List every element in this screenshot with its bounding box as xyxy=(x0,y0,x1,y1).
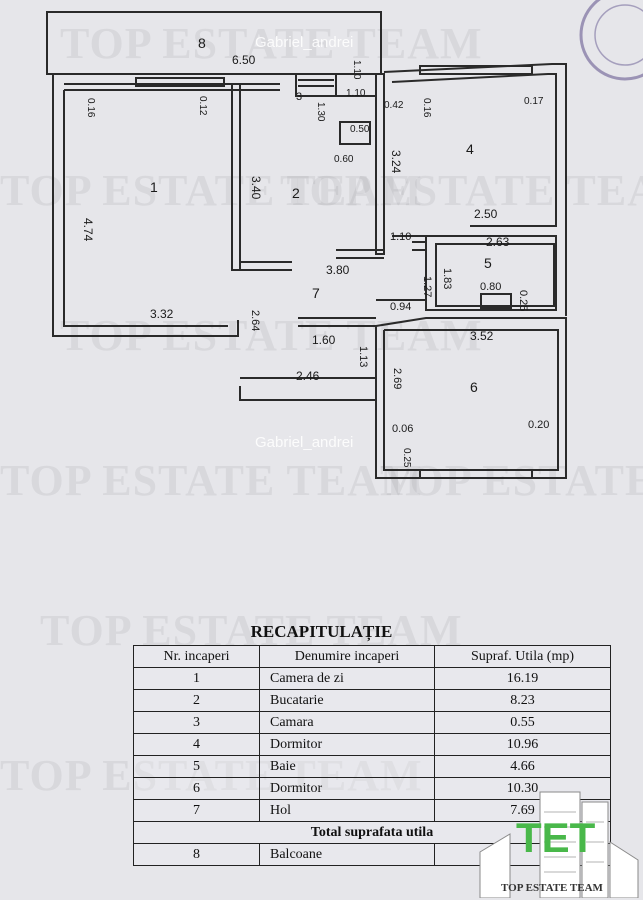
room-number: 6 xyxy=(470,379,478,395)
room-number: 5 xyxy=(484,255,492,271)
dim-label: 3.32 xyxy=(150,307,174,321)
dim-label: 0.25 xyxy=(401,448,412,468)
dim-label: 1.60 xyxy=(312,333,336,347)
room-name: Camara xyxy=(259,711,435,734)
dim-label: 1.10 xyxy=(346,88,366,99)
recap-table: Nr. incaperi Denumire incaperi Supraf. U… xyxy=(133,645,611,866)
dim-label: 2.63 xyxy=(486,235,510,249)
dim-label: 0.17 xyxy=(524,96,544,107)
dim-label: 1.10 xyxy=(351,60,362,80)
recap-title: RECAPITULAȚIE xyxy=(250,622,393,641)
room-nr: 5 xyxy=(133,755,260,778)
room-name: Dormitor xyxy=(259,733,435,756)
room-nr: 4 xyxy=(133,733,260,756)
credit-watermark: Gabriel_andrei xyxy=(255,34,354,51)
table-row: 3 Camara 0.55 xyxy=(133,711,611,734)
watermark: TOP ESTATE TEAM xyxy=(0,166,423,215)
dim-label: 1.27 xyxy=(421,276,433,297)
credit-watermark: Gabriel_andrei xyxy=(255,434,354,451)
room-number: 4 xyxy=(466,141,474,157)
table-row: 8 Balcoane xyxy=(133,843,611,866)
logo-caption: TOP ESTATE TEAM xyxy=(501,882,603,894)
company-logo: TET xyxy=(479,791,639,898)
dim-label: 1.10 xyxy=(390,231,411,243)
dim-label: 3.40 xyxy=(249,176,263,200)
dim-label: 3.52 xyxy=(470,329,494,343)
room-name: Camera de zi xyxy=(259,667,435,690)
dim-label: 0.42 xyxy=(384,100,404,111)
total-row: Total suprafata utila xyxy=(133,821,611,844)
room-name: Balcoane xyxy=(259,843,435,866)
dim-label: 2.64 xyxy=(249,310,261,331)
room-name: Hol xyxy=(259,799,435,822)
table-row: 1 Camera de zi 16.19 xyxy=(133,667,611,690)
official-stamp xyxy=(579,0,643,81)
room-nr: 8 xyxy=(133,843,260,866)
dim-label: 0.50 xyxy=(350,124,370,135)
room-area: 0.55 xyxy=(434,711,611,734)
column-header: Supraf. Utila (mp) xyxy=(434,645,611,668)
balcony-outline xyxy=(46,11,382,75)
room-area: 8.23 xyxy=(434,689,611,712)
table-row: 2 Bucatarie 8.23 xyxy=(133,689,611,712)
column-header: Nr. incaperi xyxy=(133,645,260,668)
dim-label: 0.94 xyxy=(390,301,411,313)
dim-label: 1.13 xyxy=(357,346,369,367)
room-nr: 1 xyxy=(133,667,260,690)
room-number: 7 xyxy=(312,285,320,301)
table-row: 5 Baie 4.66 xyxy=(133,755,611,778)
room-area: 4.66 xyxy=(434,755,611,778)
dim-label: 0.60 xyxy=(334,154,354,165)
room-nr: 7 xyxy=(133,799,260,822)
total-label: Total suprafata utila xyxy=(133,821,611,844)
room-number: 1 xyxy=(150,179,158,195)
dim-label: 2.46 xyxy=(296,369,320,383)
dim-label: 0.80 xyxy=(480,281,501,293)
logo-letters: TET xyxy=(516,814,596,861)
room-number: 2 xyxy=(292,185,300,201)
table-row: 4 Dormitor 10.96 xyxy=(133,733,611,756)
dim-label: 0.25 xyxy=(517,290,529,311)
room-name: Bucatarie xyxy=(259,689,435,712)
room-number: 3 xyxy=(296,91,302,103)
dim-label: 0.16 xyxy=(421,98,432,118)
dim-label: 0.12 xyxy=(197,96,208,116)
room-area: 16.19 xyxy=(434,667,611,690)
floor-plan: 6.50 1.10 0.16 0.12 1.10 1.30 0.50 0.60 … xyxy=(46,11,567,479)
watermark: TOP ESTATE TEAM xyxy=(60,19,483,68)
dim-label: 1.83 xyxy=(441,268,453,289)
dim-label: 0.16 xyxy=(85,98,96,118)
dim-label: 2.69 xyxy=(391,368,403,389)
watermark: TOP ESTATE TEAM xyxy=(380,456,643,505)
dim-label: 2.50 xyxy=(474,207,498,221)
dim-label: 1.30 xyxy=(315,102,326,122)
dim-label: 0.06 xyxy=(392,423,413,435)
room-nr: 6 xyxy=(133,777,260,800)
room-number: 8 xyxy=(198,35,206,51)
dim-label: 3.24 xyxy=(389,150,403,174)
room-name: Baie xyxy=(259,755,435,778)
room-nr: 3 xyxy=(133,711,260,734)
table-header-row: Nr. incaperi Denumire incaperi Supraf. U… xyxy=(133,645,611,668)
dim-label: 4.74 xyxy=(81,218,95,242)
room-area: 10.96 xyxy=(434,733,611,756)
column-header: Denumire incaperi xyxy=(259,645,435,668)
room-nr: 2 xyxy=(133,689,260,712)
watermark: TOP ESTATE TEAM xyxy=(0,456,423,505)
dim-label: 0.20 xyxy=(528,419,549,431)
room-name: Dormitor xyxy=(259,777,435,800)
dim-label: 3.80 xyxy=(326,263,350,277)
dim-label: 6.50 xyxy=(232,53,256,67)
watermark: TOP ESTATE TEAM xyxy=(280,166,643,215)
